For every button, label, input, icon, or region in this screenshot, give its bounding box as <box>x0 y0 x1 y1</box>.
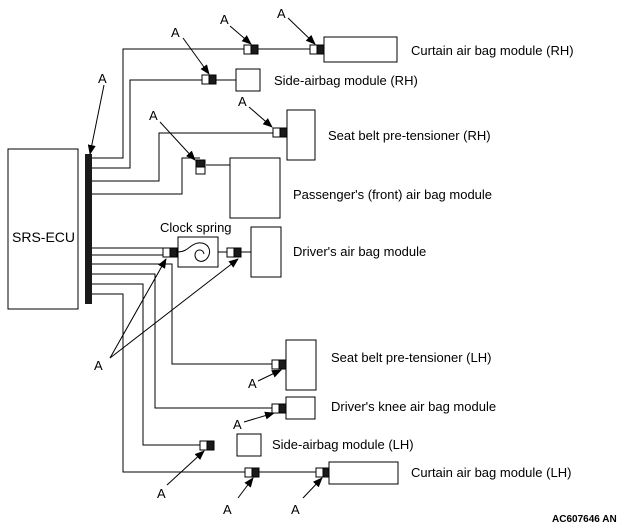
wire-knee <box>92 273 272 409</box>
connector <box>199 440 215 451</box>
callout-label-a: A <box>233 417 242 432</box>
passenger-module <box>229 157 281 219</box>
connector <box>271 359 287 370</box>
connector <box>272 127 288 138</box>
callout-labels: A A A A A A A A A A A A <box>94 6 300 517</box>
side-lh-label: Side-airbag module (LH) <box>272 437 414 452</box>
connector <box>226 247 242 258</box>
seatbelt-rh-module <box>286 109 316 161</box>
figure-code: AC607646 AN <box>552 514 617 525</box>
leader-line <box>182 37 210 75</box>
wire-curtain-rh <box>92 48 322 159</box>
wire-side-lh <box>92 283 200 446</box>
curtain-rh-module <box>323 36 398 63</box>
seatbelt-rh-label: Seat belt pre-tensioner (RH) <box>328 128 491 143</box>
clock-spring-label: Clock spring <box>160 220 232 235</box>
connectors <box>162 44 331 478</box>
leader-line <box>287 17 316 45</box>
wire-seatbelt-lh <box>92 263 272 365</box>
callout-label-a: A <box>171 25 180 40</box>
leader-line <box>229 25 252 45</box>
leader-line <box>237 477 254 499</box>
side-lh-module <box>236 433 262 457</box>
connector <box>244 467 260 478</box>
callout-label-a: A <box>248 376 257 391</box>
leader-line <box>109 258 239 359</box>
clock-spring-coil-icon <box>177 242 211 262</box>
leader-line <box>257 369 282 382</box>
callout-label-a: A <box>223 502 232 517</box>
curtain-lh-label: Curtain air bag module (LH) <box>411 465 571 480</box>
leader-line <box>159 121 196 161</box>
callout-label-a: A <box>98 71 107 86</box>
leader-line <box>302 477 323 499</box>
driver-label: Driver's air bag module <box>293 244 426 259</box>
callout-label-a: A <box>277 6 286 21</box>
callout-label-a: A <box>94 358 103 373</box>
ecu-connector-strip <box>85 154 92 304</box>
connector <box>315 467 331 478</box>
connector <box>201 74 217 85</box>
callout-label-a: A <box>238 94 247 109</box>
curtain-rh-label: Curtain air bag module (RH) <box>411 43 574 58</box>
callout-label-a: A <box>291 502 300 517</box>
side-rh-module <box>235 68 261 92</box>
connector <box>195 159 206 175</box>
wire-side-rh <box>92 79 236 169</box>
wire-passenger <box>92 157 200 195</box>
side-rh-label: Side-airbag module (RH) <box>274 73 418 88</box>
callout-label-a: A <box>220 12 229 27</box>
ecu-label: SRS-ECU <box>12 229 75 245</box>
clock-spring: Clock spring <box>160 220 232 268</box>
curtain-lh-module <box>328 461 399 485</box>
modules: Curtain air bag module (RH) Side-airbag … <box>229 36 574 485</box>
connector <box>271 403 287 414</box>
driver-module <box>250 226 282 278</box>
leader-line <box>166 450 205 486</box>
leader-line <box>109 258 167 359</box>
wire-seatbelt-rh <box>92 132 287 182</box>
wire-curtain-lh <box>92 293 316 473</box>
leader-line <box>243 411 275 423</box>
callout-label-a: A <box>157 486 166 501</box>
connector <box>309 44 325 55</box>
knee-label: Driver's knee air bag module <box>331 399 496 414</box>
seatbelt-lh-label: Seat belt pre-tensioner (LH) <box>331 350 491 365</box>
callout-label-a: A <box>149 108 158 123</box>
connector <box>162 247 178 258</box>
knee-module <box>285 396 316 420</box>
passenger-label: Passenger's (front) air bag module <box>293 187 492 202</box>
seatbelt-lh-module <box>285 339 317 391</box>
callout-leaders <box>87 17 323 499</box>
srs-ecu: SRS-ECU <box>7 148 92 310</box>
leader-line <box>248 106 273 128</box>
leader-line <box>87 84 105 155</box>
connector <box>243 44 259 55</box>
